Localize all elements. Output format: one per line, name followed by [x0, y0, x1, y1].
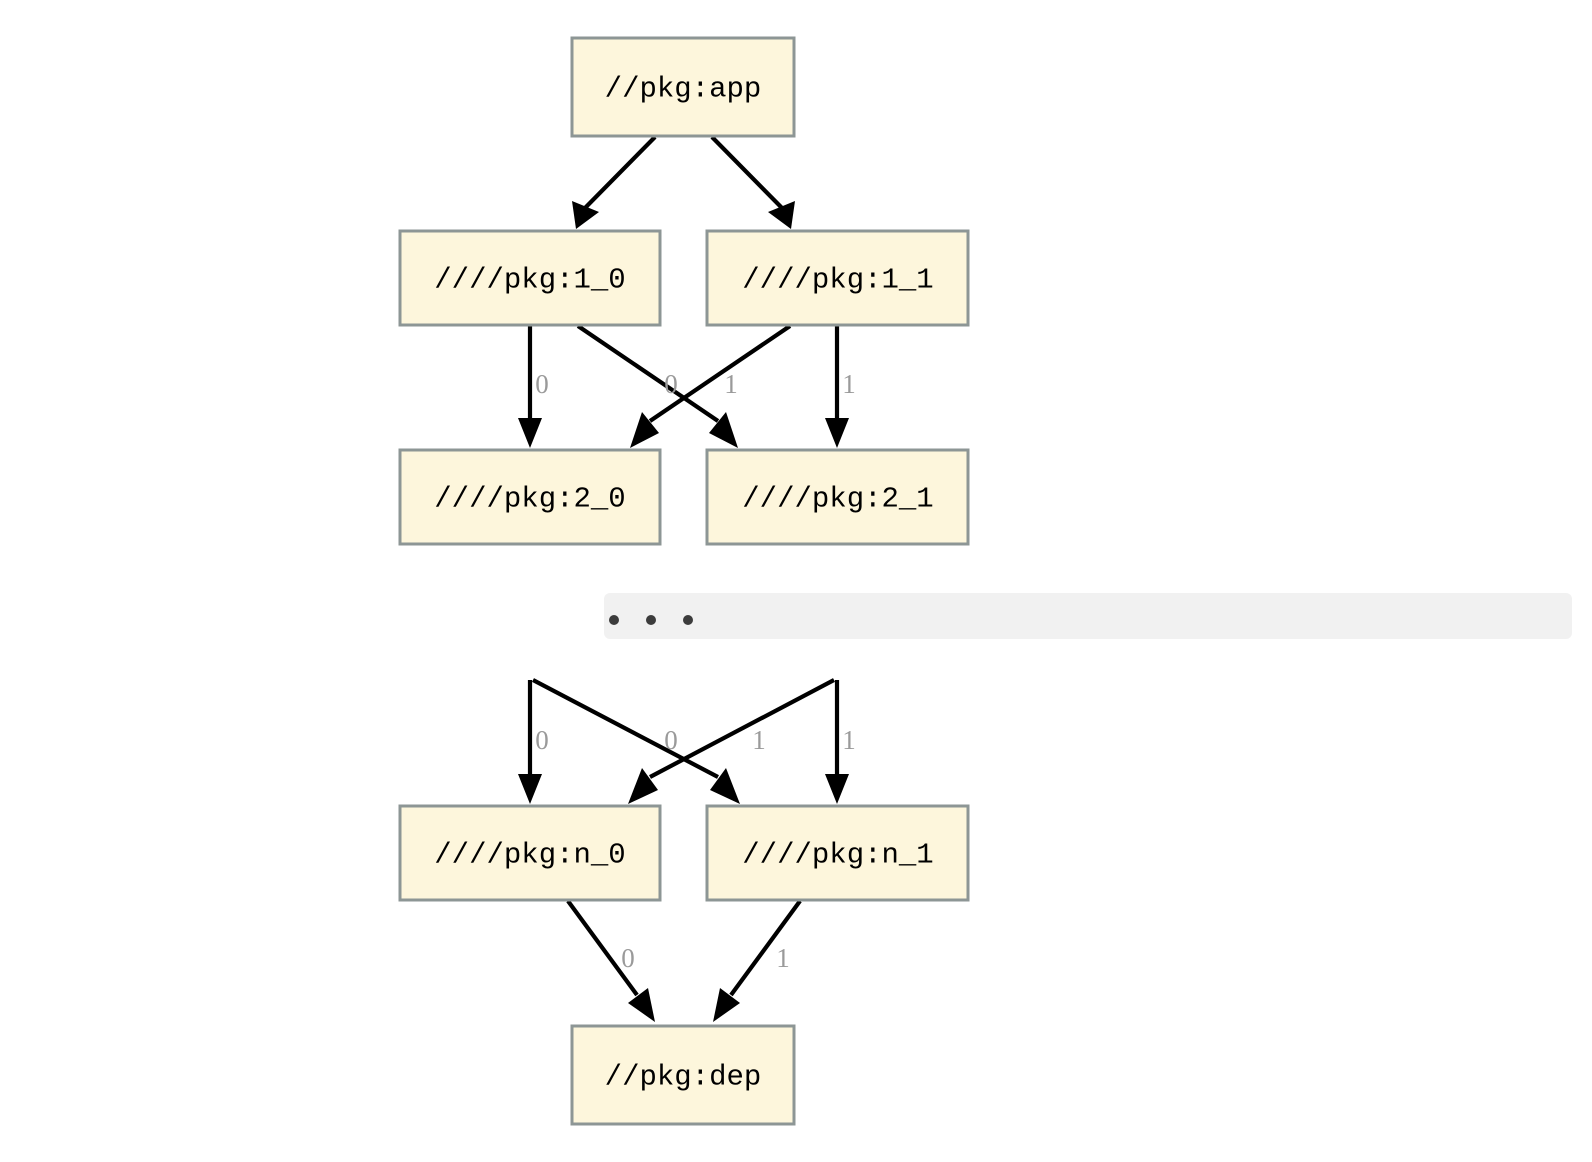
node-box[interactable] [705, 804, 970, 902]
node-box[interactable] [398, 804, 662, 902]
edge-n_0-to-dep: 0 [566, 899, 655, 1022]
node-label: ////pkg:n_1 [742, 839, 933, 872]
edge-label: 0 [621, 943, 635, 973]
arrowhead [518, 418, 542, 448]
node-box[interactable] [705, 229, 970, 327]
edge-1_1-to-2_0: 1 [630, 324, 792, 448]
edge-app-to-1_0 [572, 135, 657, 229]
arrowhead [628, 988, 655, 1022]
arrowhead [825, 418, 849, 448]
edge-label: 1 [842, 369, 856, 399]
edge-line [576, 324, 720, 423]
edge-label: 0 [535, 725, 549, 755]
edge-line [583, 135, 657, 210]
edge-label: 0 [535, 369, 549, 399]
edge-line [648, 324, 792, 423]
node-label: ////pkg:1_1 [742, 264, 933, 297]
node-pkg-n_0[interactable]: ////pkg:n_0 [398, 804, 662, 902]
arrowhead [518, 774, 542, 804]
edge-line [710, 135, 784, 210]
ellipsis-group [604, 593, 1572, 639]
edge-prev-to-n_0: 0 [518, 680, 549, 804]
node-label: ////pkg:1_0 [434, 264, 625, 297]
node-dep[interactable]: //pkg:dep [570, 1024, 796, 1126]
node-box[interactable] [570, 36, 796, 138]
edge-n_1-to-dep: 1 [713, 899, 802, 1022]
node-app[interactable]: //pkg:app [570, 36, 796, 138]
node-box[interactable] [398, 229, 662, 327]
edge-line [649, 678, 835, 779]
node-label: //pkg:dep [605, 1061, 762, 1094]
edge-label: 1 [776, 943, 790, 973]
edge-label: 0 [664, 369, 678, 399]
edge-1_1-to-2_1: 1 [825, 326, 856, 448]
ellipsis-dot-2 [646, 615, 656, 625]
arrowhead [825, 774, 849, 804]
edge-prev-to-n_1: 1 [825, 680, 856, 804]
edge-line [566, 899, 639, 997]
node-label: ////pkg:2_0 [434, 483, 625, 516]
node-pkg-2_1[interactable]: ////pkg:2_1 [705, 448, 970, 546]
edge-label: 0 [664, 725, 678, 755]
edge-prev-to-n_0-cross: 1 [628, 678, 835, 804]
edge-1_0-to-2_1: 0 [576, 324, 738, 448]
node-box[interactable] [570, 1024, 796, 1126]
node-box[interactable] [705, 448, 970, 546]
edge-label: 1 [724, 369, 738, 399]
edge-prev-to-n_1-cross: 0 [532, 678, 740, 804]
node-pkg-1_0[interactable]: ////pkg:1_0 [398, 229, 662, 327]
node-pkg-n_1[interactable]: ////pkg:n_1 [705, 804, 970, 902]
node-pkg-2_0[interactable]: ////pkg:2_0 [398, 448, 662, 546]
arrowhead [768, 201, 795, 229]
arrowhead [572, 201, 599, 229]
edge-label: 1 [842, 725, 856, 755]
edge-line [729, 899, 802, 997]
arrowhead [710, 768, 740, 804]
node-box[interactable] [398, 448, 662, 546]
edge-1_0-to-2_0: 0 [518, 326, 549, 448]
ellipsis-band [604, 593, 1572, 639]
node-label: ////pkg:2_1 [742, 483, 933, 516]
arrowhead [713, 988, 740, 1022]
node-label: //pkg:app [605, 73, 762, 106]
edge-label: 1 [752, 725, 766, 755]
edge-line [532, 678, 719, 779]
node-label: ////pkg:n_0 [434, 839, 625, 872]
arrowhead [630, 412, 659, 448]
ellipsis-dot-3 [683, 615, 693, 625]
arrowhead [709, 412, 738, 448]
arrowhead [628, 768, 658, 804]
node-pkg-1_1[interactable]: ////pkg:1_1 [705, 229, 970, 327]
ellipsis-dot-1 [609, 615, 619, 625]
edge-app-to-1_1 [710, 135, 795, 229]
